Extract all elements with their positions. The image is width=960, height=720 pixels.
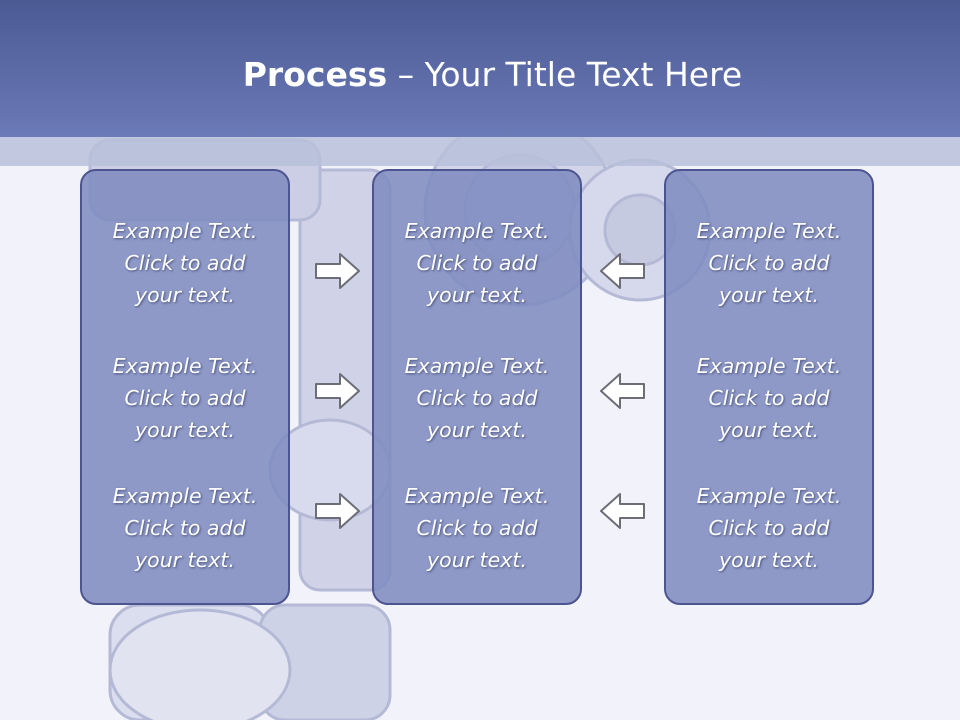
text-line: Click to add	[124, 516, 246, 540]
title-dash: –	[387, 55, 425, 94]
slide-title[interactable]: Process – Your Title Text Here	[0, 52, 960, 98]
text-line: your text.	[427, 418, 527, 442]
text-line: Example Text.	[696, 354, 842, 378]
panel-text-block[interactable]: Example Text. Click to add your text.	[82, 480, 288, 576]
text-line: Click to add	[416, 251, 538, 275]
text-line: your text.	[719, 418, 819, 442]
middle-process-panel[interactable]: Example Text. Click to add your text. Ex…	[372, 169, 582, 605]
panel-text-block[interactable]: Example Text. Click to add your text.	[82, 350, 288, 446]
panel-text-block[interactable]: Example Text. Click to add your text.	[82, 215, 288, 311]
text-line: your text.	[135, 283, 235, 307]
text-line: your text.	[427, 283, 527, 307]
text-line: Example Text.	[696, 484, 842, 508]
panel-text-block[interactable]: Example Text. Click to add your text.	[374, 480, 580, 576]
right-arrow-icon	[315, 253, 360, 289]
right-arrow-icon	[315, 373, 360, 409]
text-line: Example Text.	[404, 354, 550, 378]
title-rest: Your Title Text Here	[424, 55, 743, 94]
text-line: Click to add	[708, 516, 830, 540]
text-line: your text.	[719, 548, 819, 572]
right-arrow-icon	[315, 493, 360, 529]
panel-text-block[interactable]: Example Text. Click to add your text.	[374, 350, 580, 446]
text-line: your text.	[135, 548, 235, 572]
text-line: Example Text.	[404, 219, 550, 243]
left-arrow-icon	[600, 373, 645, 409]
text-line: your text.	[427, 548, 527, 572]
text-line: Example Text.	[112, 354, 258, 378]
left-arrow-icon	[600, 253, 645, 289]
text-line: Example Text.	[112, 484, 258, 508]
right-process-panel[interactable]: Example Text. Click to add your text. Ex…	[664, 169, 874, 605]
panel-text-block[interactable]: Example Text. Click to add your text.	[666, 215, 872, 311]
panel-text-block[interactable]: Example Text. Click to add your text.	[666, 480, 872, 576]
title-bold: Process	[242, 55, 388, 94]
text-line: Click to add	[708, 386, 830, 410]
text-line: Click to add	[416, 516, 538, 540]
text-line: your text.	[719, 283, 819, 307]
text-line: Example Text.	[404, 484, 550, 508]
panel-text-block[interactable]: Example Text. Click to add your text.	[666, 350, 872, 446]
text-line: Example Text.	[112, 219, 258, 243]
left-process-panel[interactable]: Example Text. Click to add your text. Ex…	[80, 169, 290, 605]
text-line: Example Text.	[696, 219, 842, 243]
text-line: Click to add	[124, 251, 246, 275]
title-bar-strip	[0, 137, 960, 166]
left-arrow-icon	[600, 493, 645, 529]
panel-text-block[interactable]: Example Text. Click to add your text.	[374, 215, 580, 311]
text-line: Click to add	[416, 386, 538, 410]
title-bar	[0, 0, 960, 137]
text-line: Click to add	[124, 386, 246, 410]
text-line: your text.	[135, 418, 235, 442]
text-line: Click to add	[708, 251, 830, 275]
